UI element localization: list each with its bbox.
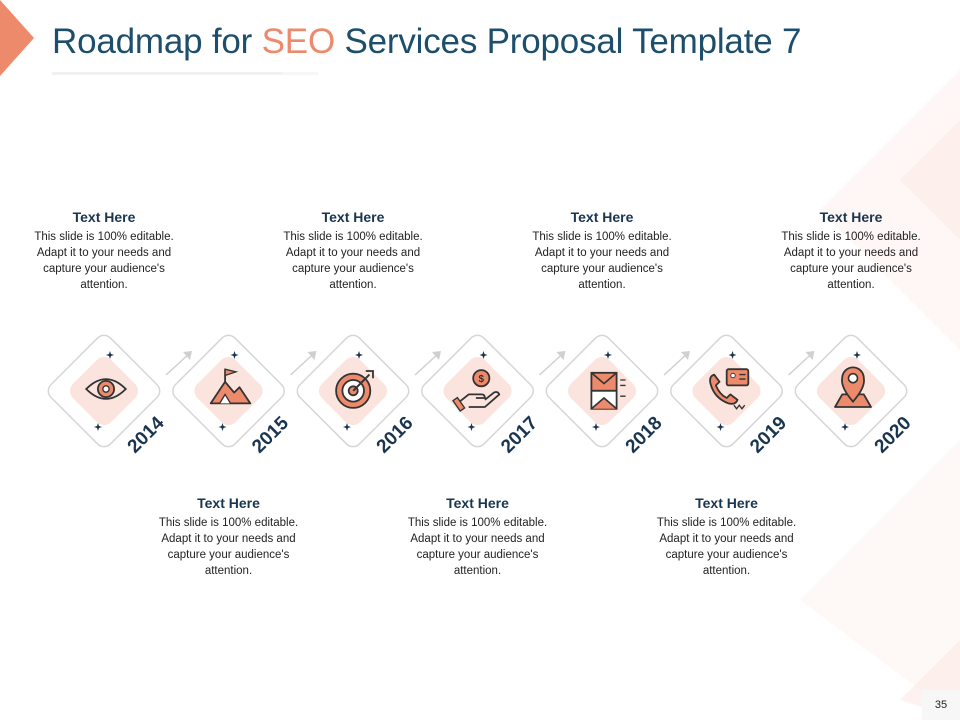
connector-arrowhead [556,351,566,360]
connector-arrowhead [681,351,690,360]
sparkle-icon [479,351,488,359]
sparkle-icon [106,351,114,359]
page-title: Roadmap for SEO Services Proposal Templa… [52,22,802,61]
sparkle-icon [467,423,476,431]
sparkle-icon [728,351,737,359]
connector-arrow [538,352,565,376]
sparkle-icon [853,351,861,359]
title-accent: SEO [261,22,336,61]
milestone-2017: $2017 [421,334,566,457]
sparkle-icon [716,423,725,431]
description-body: This slide is 100% editable. Adapt it to… [532,231,672,291]
description-heading: Text Here [321,209,385,225]
description-heading: Text Here [72,209,136,225]
milestone-2016: 2016 [296,334,441,457]
sparkle-icon [592,423,600,431]
connector-arrow [414,352,440,376]
description-body: This slide is 100% editable. Adapt it to… [407,517,548,577]
connector-arrow [787,352,814,376]
mountain-flag-icon [209,368,252,405]
description-body: This slide is 100% editable. Adapt it to… [34,231,174,291]
milestone-2014: 2014 [47,334,192,457]
connector-arrowhead [183,351,192,360]
description-heading: Text Here [570,209,634,225]
description-heading: Text Here [819,209,883,225]
description-heading: Text Here [446,495,509,511]
map-pin-icon [834,366,872,408]
milestone-2020: 2020 [794,334,915,457]
page-number: 35 [922,690,960,720]
description-body: This slide is 100% editable. Adapt it to… [781,231,921,291]
sparkle-icon [604,351,612,359]
milestone-2019: 2019 [670,334,815,457]
sparkle-icon [343,423,351,431]
connector-arrow [289,352,316,376]
description-body: This slide is 100% editable. Adapt it to… [283,231,423,291]
sparkle-icon [355,351,363,359]
connector-arrowhead [432,351,441,360]
sparkle-icon [94,423,102,431]
sparkle-icon [230,351,239,359]
milestone-2018: 2018 [545,334,690,457]
corner-accent-triangle [0,0,34,76]
sparkle-icon [841,423,849,431]
phone-chat-icon [709,368,750,410]
svg-text:$: $ [479,374,485,385]
title-underline [52,72,282,75]
connector-arrowhead [307,351,317,360]
eye-icon [84,378,128,400]
connector-arrow [165,352,191,376]
milestone-2015: 2015 [172,334,317,457]
connector-arrowhead [805,351,815,360]
hand-dollar-icon: $ [452,369,501,412]
description-body: This slide is 100% editable. Adapt it to… [158,517,299,577]
title-underline-tail [282,72,318,75]
sparkle-icon [218,423,227,431]
target-icon [335,370,374,409]
connector-arrow [663,352,689,376]
description-body: This slide is 100% editable. Adapt it to… [656,517,797,577]
description-heading: Text Here [695,495,758,511]
envelopes-icon [590,371,626,410]
description-heading: Text Here [197,495,260,511]
